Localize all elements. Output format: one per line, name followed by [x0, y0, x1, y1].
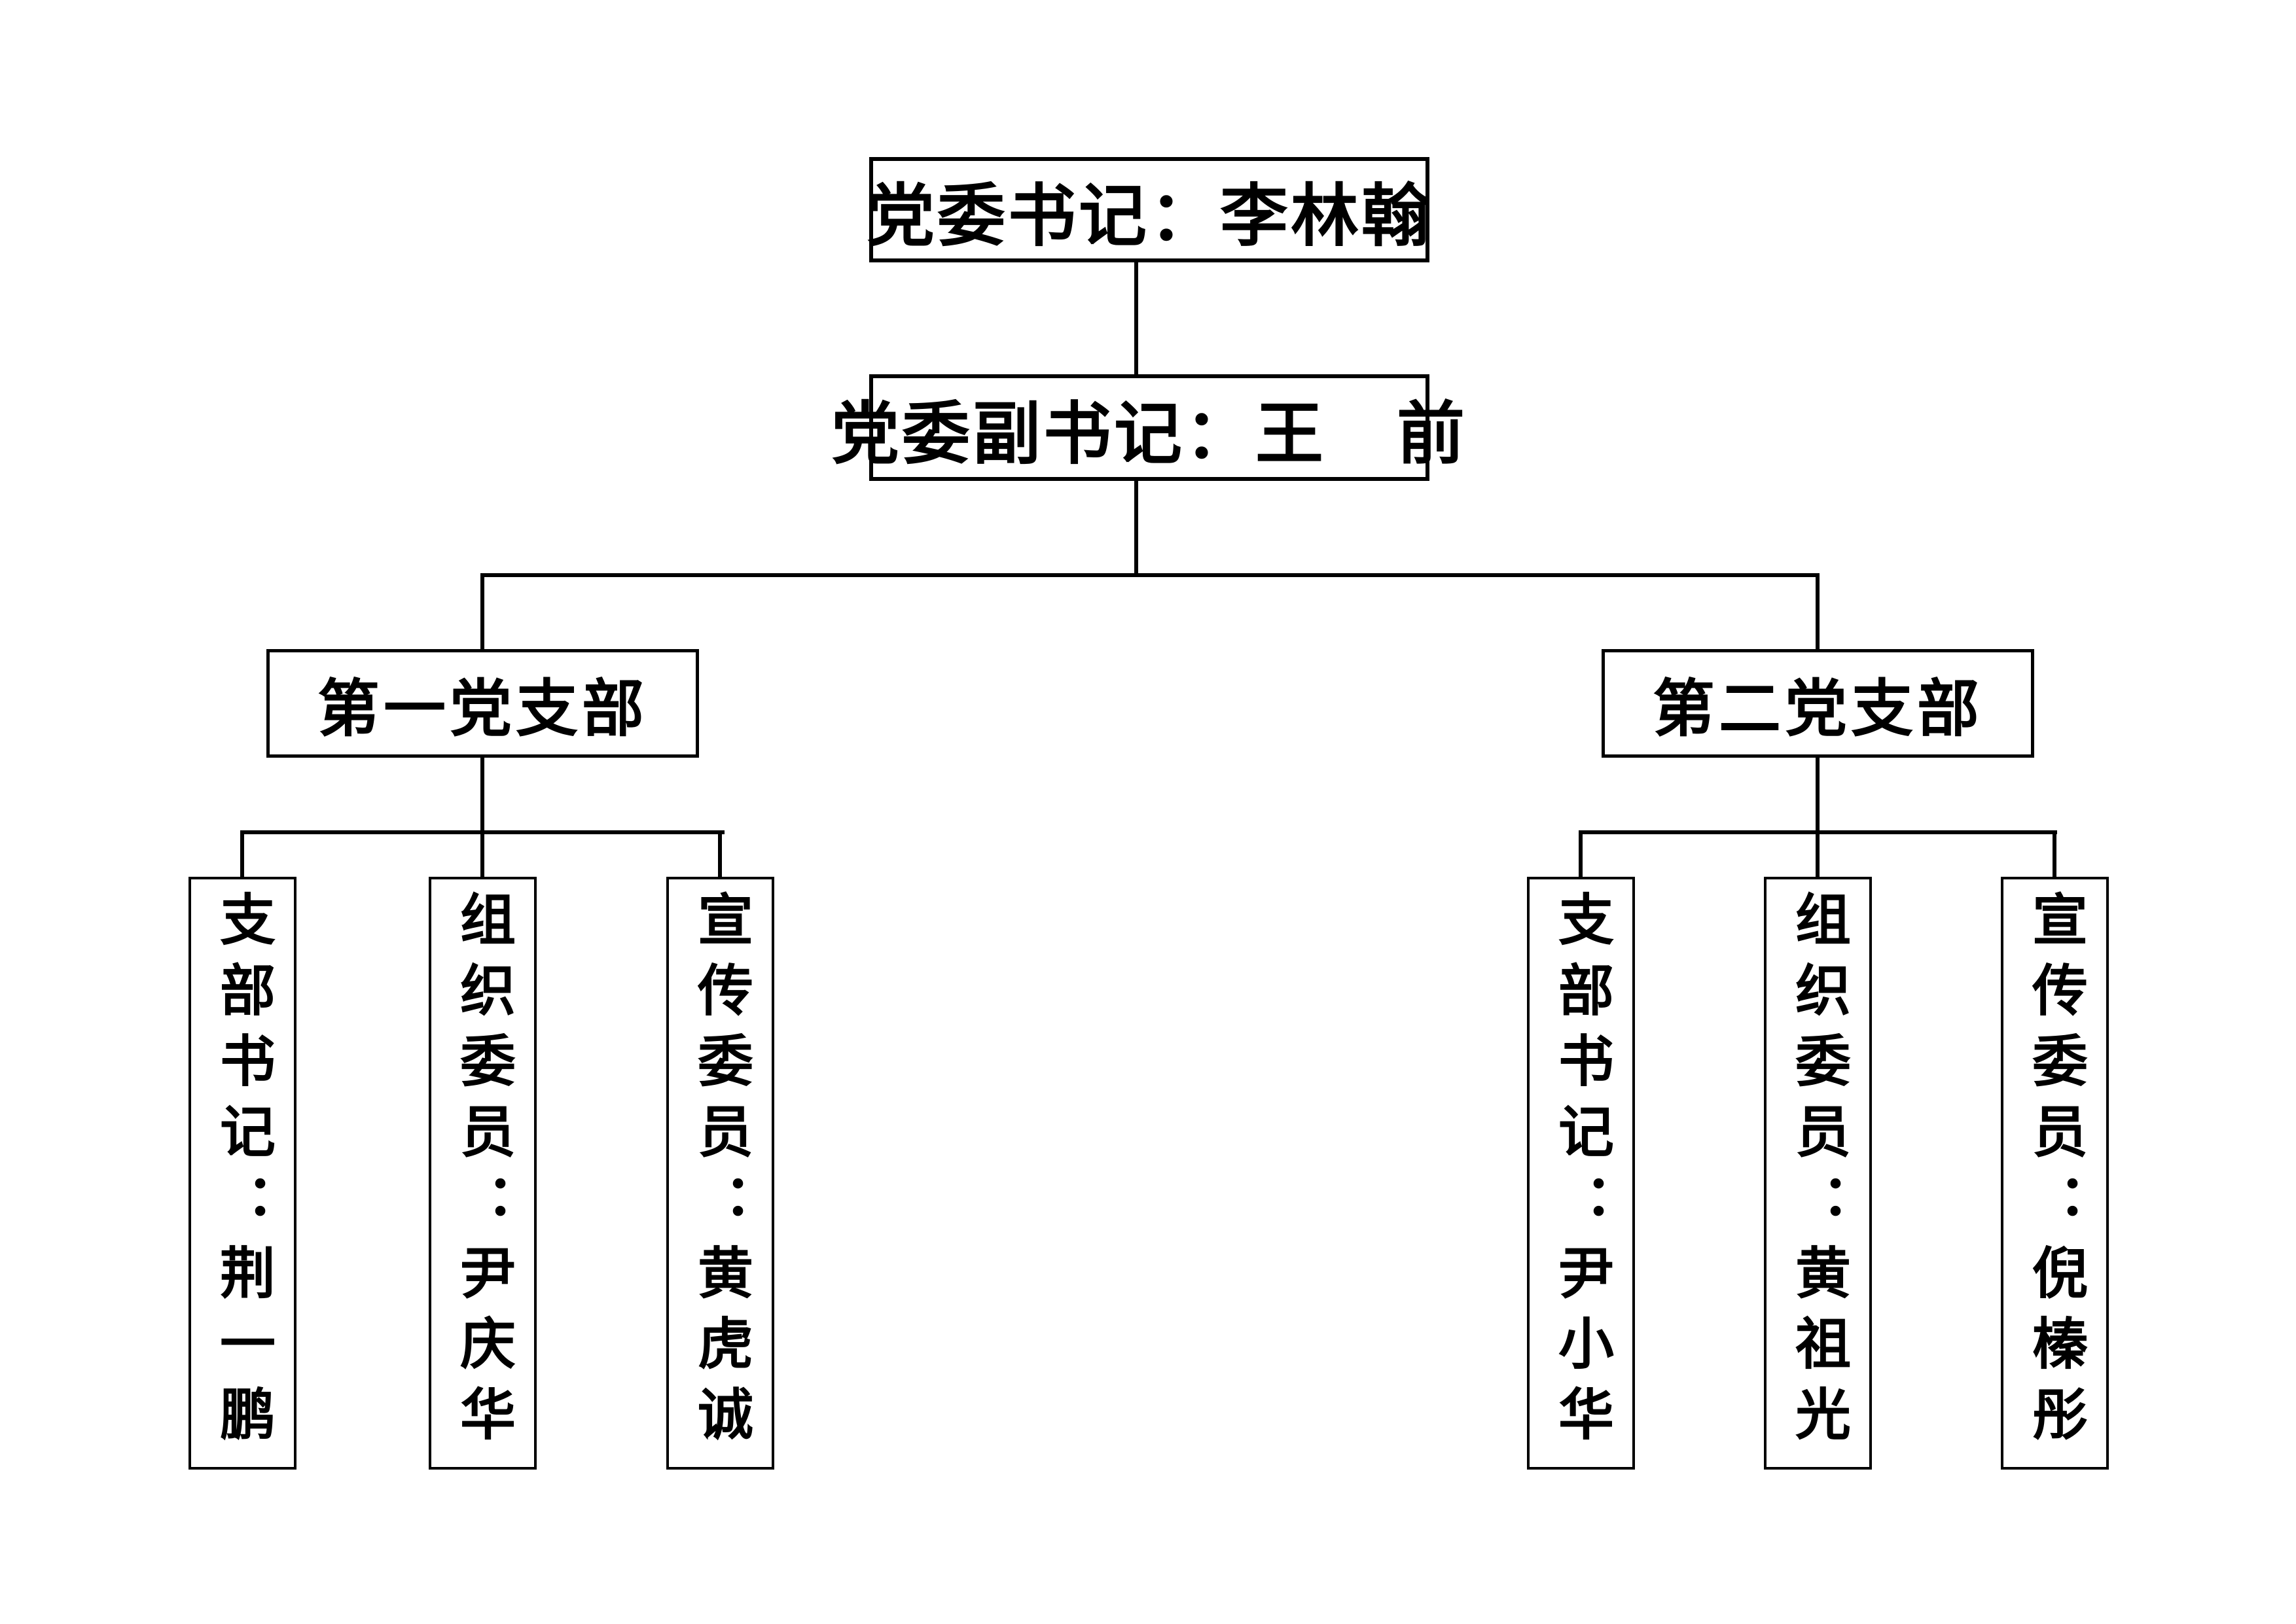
branch-1-member-2-box: 组织委员：尹庆华: [429, 877, 537, 1470]
branch-2-label: 第二党支部: [1652, 672, 1983, 745]
connector-branch1-stem: [480, 756, 484, 832]
branch-1-member-1-box: 支部书记：荆一鹏: [188, 877, 296, 1470]
deputy-secretary-label: 党委副书记：王 前: [831, 393, 1468, 474]
branch-1-member-3-box: 宣传委员：黄虎诚: [666, 877, 774, 1470]
connector-branch2-stem: [1816, 756, 1820, 832]
branch-2-member-1-label: 支部书记：尹小华: [1549, 891, 1614, 1456]
branch-2-member-2-label: 组织委员：黄祖光: [1785, 891, 1851, 1456]
connector-branch2-drop: [1816, 573, 1820, 652]
branch-1-member-2-label: 组织委员：尹庆华: [450, 891, 516, 1456]
connector-deputy-drop: [1134, 480, 1138, 575]
branch-2-member-3-box: 宣传委员：倪榛彤: [2001, 877, 2109, 1470]
connector-branch1-member2-drop: [480, 830, 484, 878]
connector-branch-rail: [480, 573, 1820, 577]
connector-branch1-member1-drop: [240, 830, 244, 878]
deputy-secretary-box: 党委副书记：王 前: [831, 374, 1465, 481]
connector-root-deputy: [1134, 262, 1138, 376]
party-secretary-label: 党委书记：李林翰: [867, 175, 1433, 256]
branch-1-box: 第一党支部: [266, 649, 699, 758]
connector-branch2-member3-drop: [2053, 830, 2056, 878]
branch-1-label: 第一党支部: [317, 672, 648, 745]
branch-2-box: 第二党支部: [1602, 649, 2034, 758]
connector-branch1-member3-drop: [718, 830, 722, 878]
connector-branch2-member1-drop: [1579, 830, 1583, 878]
connector-branch2-member2-drop: [1816, 830, 1820, 878]
branch-1-member-3-label: 宣传委员：黄虎诚: [688, 891, 753, 1456]
party-secretary-box: 党委书记：李林翰: [867, 157, 1433, 262]
branch-2-member-2-box: 组织委员：黄祖光: [1764, 877, 1872, 1470]
branch-2-member-1-box: 支部书记：尹小华: [1527, 877, 1635, 1470]
branch-2-member-3-label: 宣传委员：倪榛彤: [2022, 891, 2088, 1456]
connector-branch1-drop: [480, 573, 484, 652]
branch-1-member-1-label: 支部书记：荆一鹏: [210, 891, 276, 1456]
